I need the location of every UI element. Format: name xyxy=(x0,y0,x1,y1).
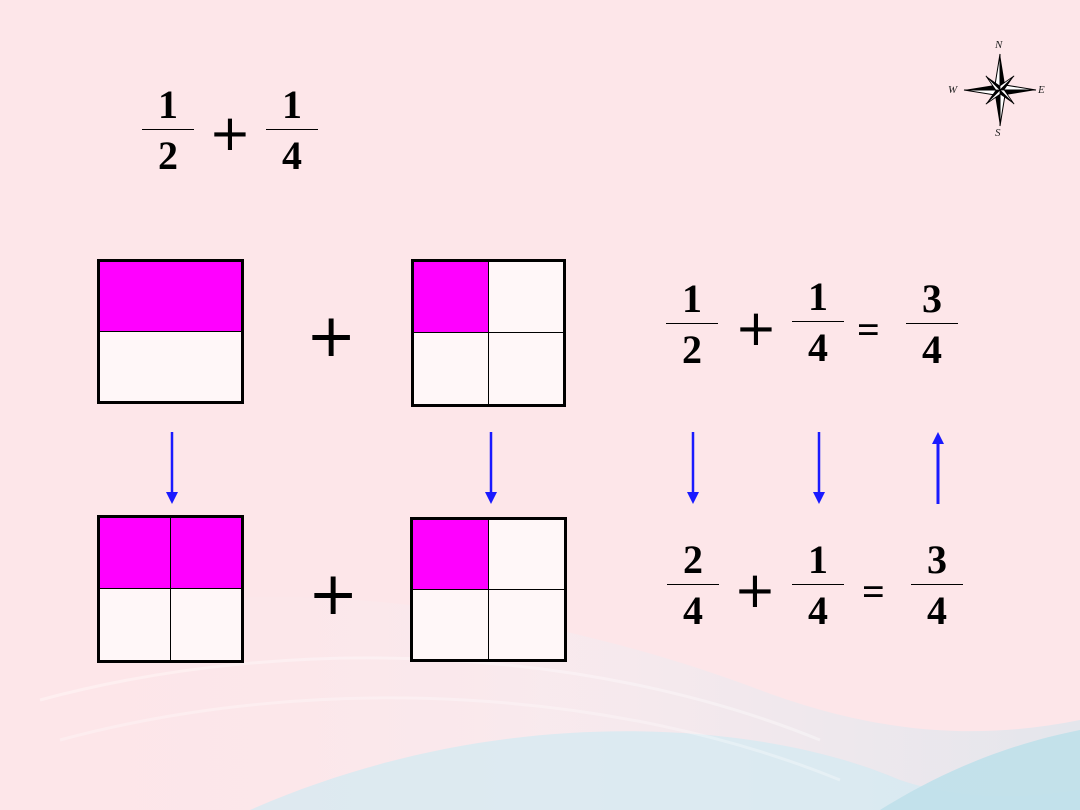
fraction-bar xyxy=(906,323,958,324)
denominator: 4 xyxy=(808,588,828,633)
equation-bottom-fraction-a: 2 4 xyxy=(663,540,723,635)
header-fraction-left: 1 2 xyxy=(138,85,198,180)
denominator: 2 xyxy=(682,327,702,372)
grid-plus-sign-top: + xyxy=(306,301,357,371)
compass-south-label: S xyxy=(995,127,1001,139)
equation-bottom-plus-sign: + xyxy=(734,561,776,619)
fraction-bar xyxy=(667,584,719,585)
equation-bottom-equals-sign: = xyxy=(862,569,885,614)
numerator: 1 xyxy=(808,274,828,319)
fraction-bar xyxy=(792,321,844,322)
shaded-cell xyxy=(413,520,489,590)
empty-cell xyxy=(414,333,489,404)
numerator: 3 xyxy=(922,276,942,321)
fraction-bar xyxy=(266,129,318,130)
fraction-bar xyxy=(666,323,718,324)
denominator: 4 xyxy=(683,588,703,633)
denominator: 4 xyxy=(282,133,302,178)
empty-cell xyxy=(100,332,241,402)
empty-cell xyxy=(100,589,171,660)
header-fraction-right: 1 4 xyxy=(262,85,322,180)
empty-cell xyxy=(413,589,489,659)
empty-cell xyxy=(488,262,563,333)
shaded-cell xyxy=(170,518,241,589)
fraction-bar xyxy=(142,129,194,130)
equation-top-fraction-b: 1 4 xyxy=(788,277,848,372)
compass-east-label: E xyxy=(1038,84,1045,96)
numerator: 3 xyxy=(927,537,947,582)
fraction-bar xyxy=(911,584,963,585)
shaded-cell xyxy=(100,262,241,332)
empty-cell xyxy=(489,333,564,404)
header-plus-sign: + xyxy=(209,104,251,162)
shaded-cell xyxy=(100,518,171,589)
denominator: 4 xyxy=(808,325,828,370)
equation-bottom-fraction-c: 3 4 xyxy=(907,540,967,635)
arrow-down-icon xyxy=(166,432,178,504)
equation-top-plus-sign: + xyxy=(735,299,777,357)
equation-bottom-fraction-b: 1 4 xyxy=(788,540,848,635)
fraction-bar xyxy=(792,584,844,585)
empty-cell xyxy=(488,520,564,590)
compass-rose-icon xyxy=(963,53,1037,127)
grid-one-quarter xyxy=(411,259,566,407)
equation-top-fraction-a: 1 2 xyxy=(662,279,722,374)
shaded-cell xyxy=(414,262,489,333)
numerator: 1 xyxy=(682,276,702,321)
compass-north-label: N xyxy=(995,39,1003,51)
denominator: 4 xyxy=(922,327,942,372)
numerator: 1 xyxy=(808,537,828,582)
numerator: 2 xyxy=(683,537,703,582)
arrow-down-icon xyxy=(687,432,699,504)
compass-west-label: W xyxy=(948,84,958,96)
empty-cell xyxy=(171,589,242,660)
arrow-down-icon xyxy=(485,432,497,504)
equation-top-fraction-c: 3 4 xyxy=(902,279,962,374)
equation-top-equals-sign: = xyxy=(857,307,880,352)
arrow-down-icon xyxy=(813,432,825,504)
empty-cell xyxy=(489,590,565,660)
arrow-up-icon xyxy=(932,432,944,504)
grid-two-quarters xyxy=(97,515,244,663)
denominator: 4 xyxy=(927,588,947,633)
grid-one-quarter-lower xyxy=(410,517,567,662)
grid-plus-sign-bottom: + xyxy=(308,559,359,629)
grid-one-half xyxy=(97,259,244,404)
numerator: 1 xyxy=(282,82,302,127)
denominator: 2 xyxy=(158,133,178,178)
numerator: 1 xyxy=(158,82,178,127)
